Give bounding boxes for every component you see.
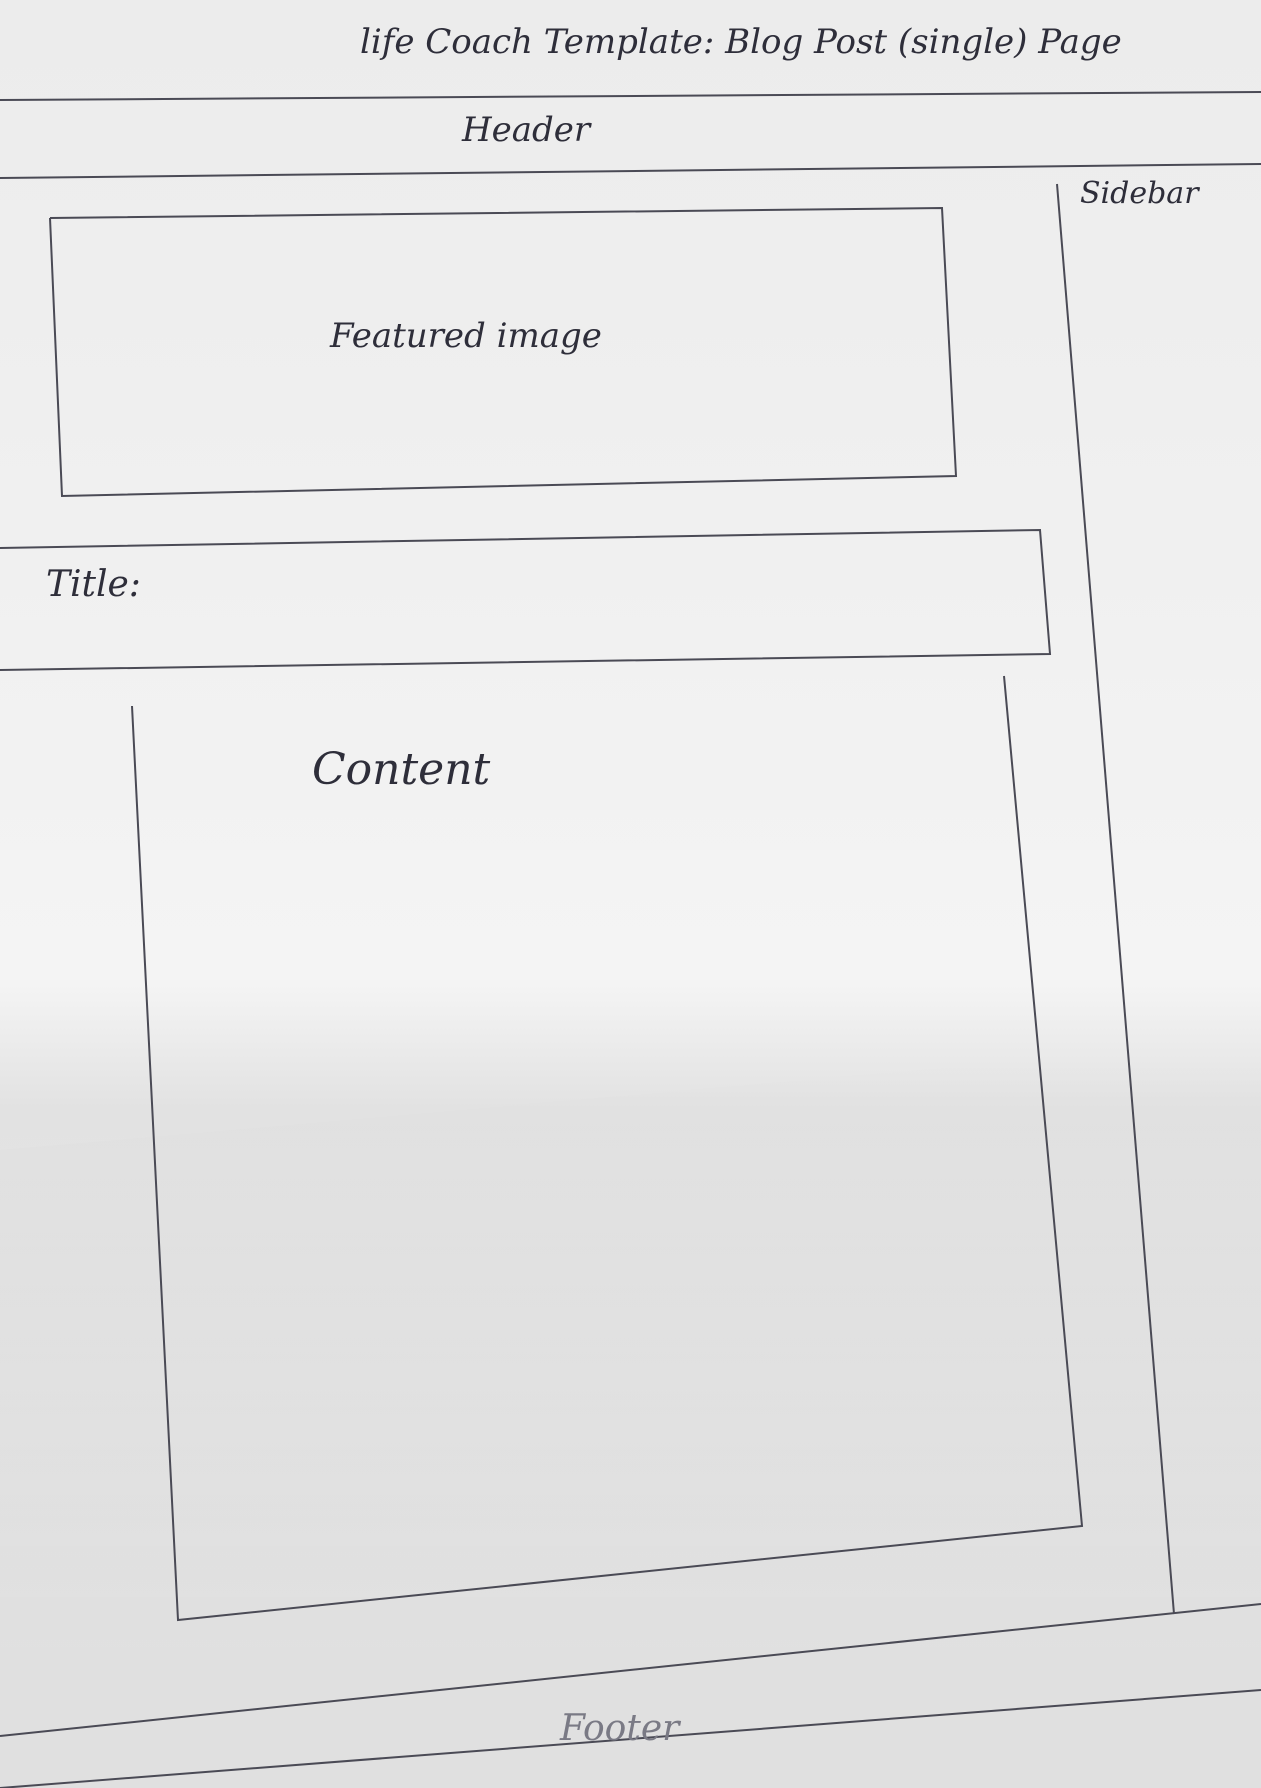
- featured-image-label: Featured image: [330, 316, 602, 356]
- content-label: Content: [312, 744, 491, 795]
- sidebar-divider: [1056, 183, 1175, 1615]
- title-label: Title:: [46, 564, 141, 605]
- footer-top-line: [0, 1603, 1261, 1737]
- header-bottom-line: [0, 163, 1261, 179]
- header-top-line: [0, 91, 1261, 101]
- footer-bottom-line: [0, 1689, 1261, 1788]
- header-label: Header: [462, 110, 591, 150]
- footer-label: Footer: [560, 1708, 680, 1749]
- page-title: life Coach Template: Blog Post (single) …: [360, 22, 1122, 62]
- content-box: [131, 675, 1084, 1622]
- title-box: [0, 528, 1052, 671]
- featured-image-box: [49, 206, 958, 498]
- sidebar-label: Sidebar: [1080, 176, 1199, 211]
